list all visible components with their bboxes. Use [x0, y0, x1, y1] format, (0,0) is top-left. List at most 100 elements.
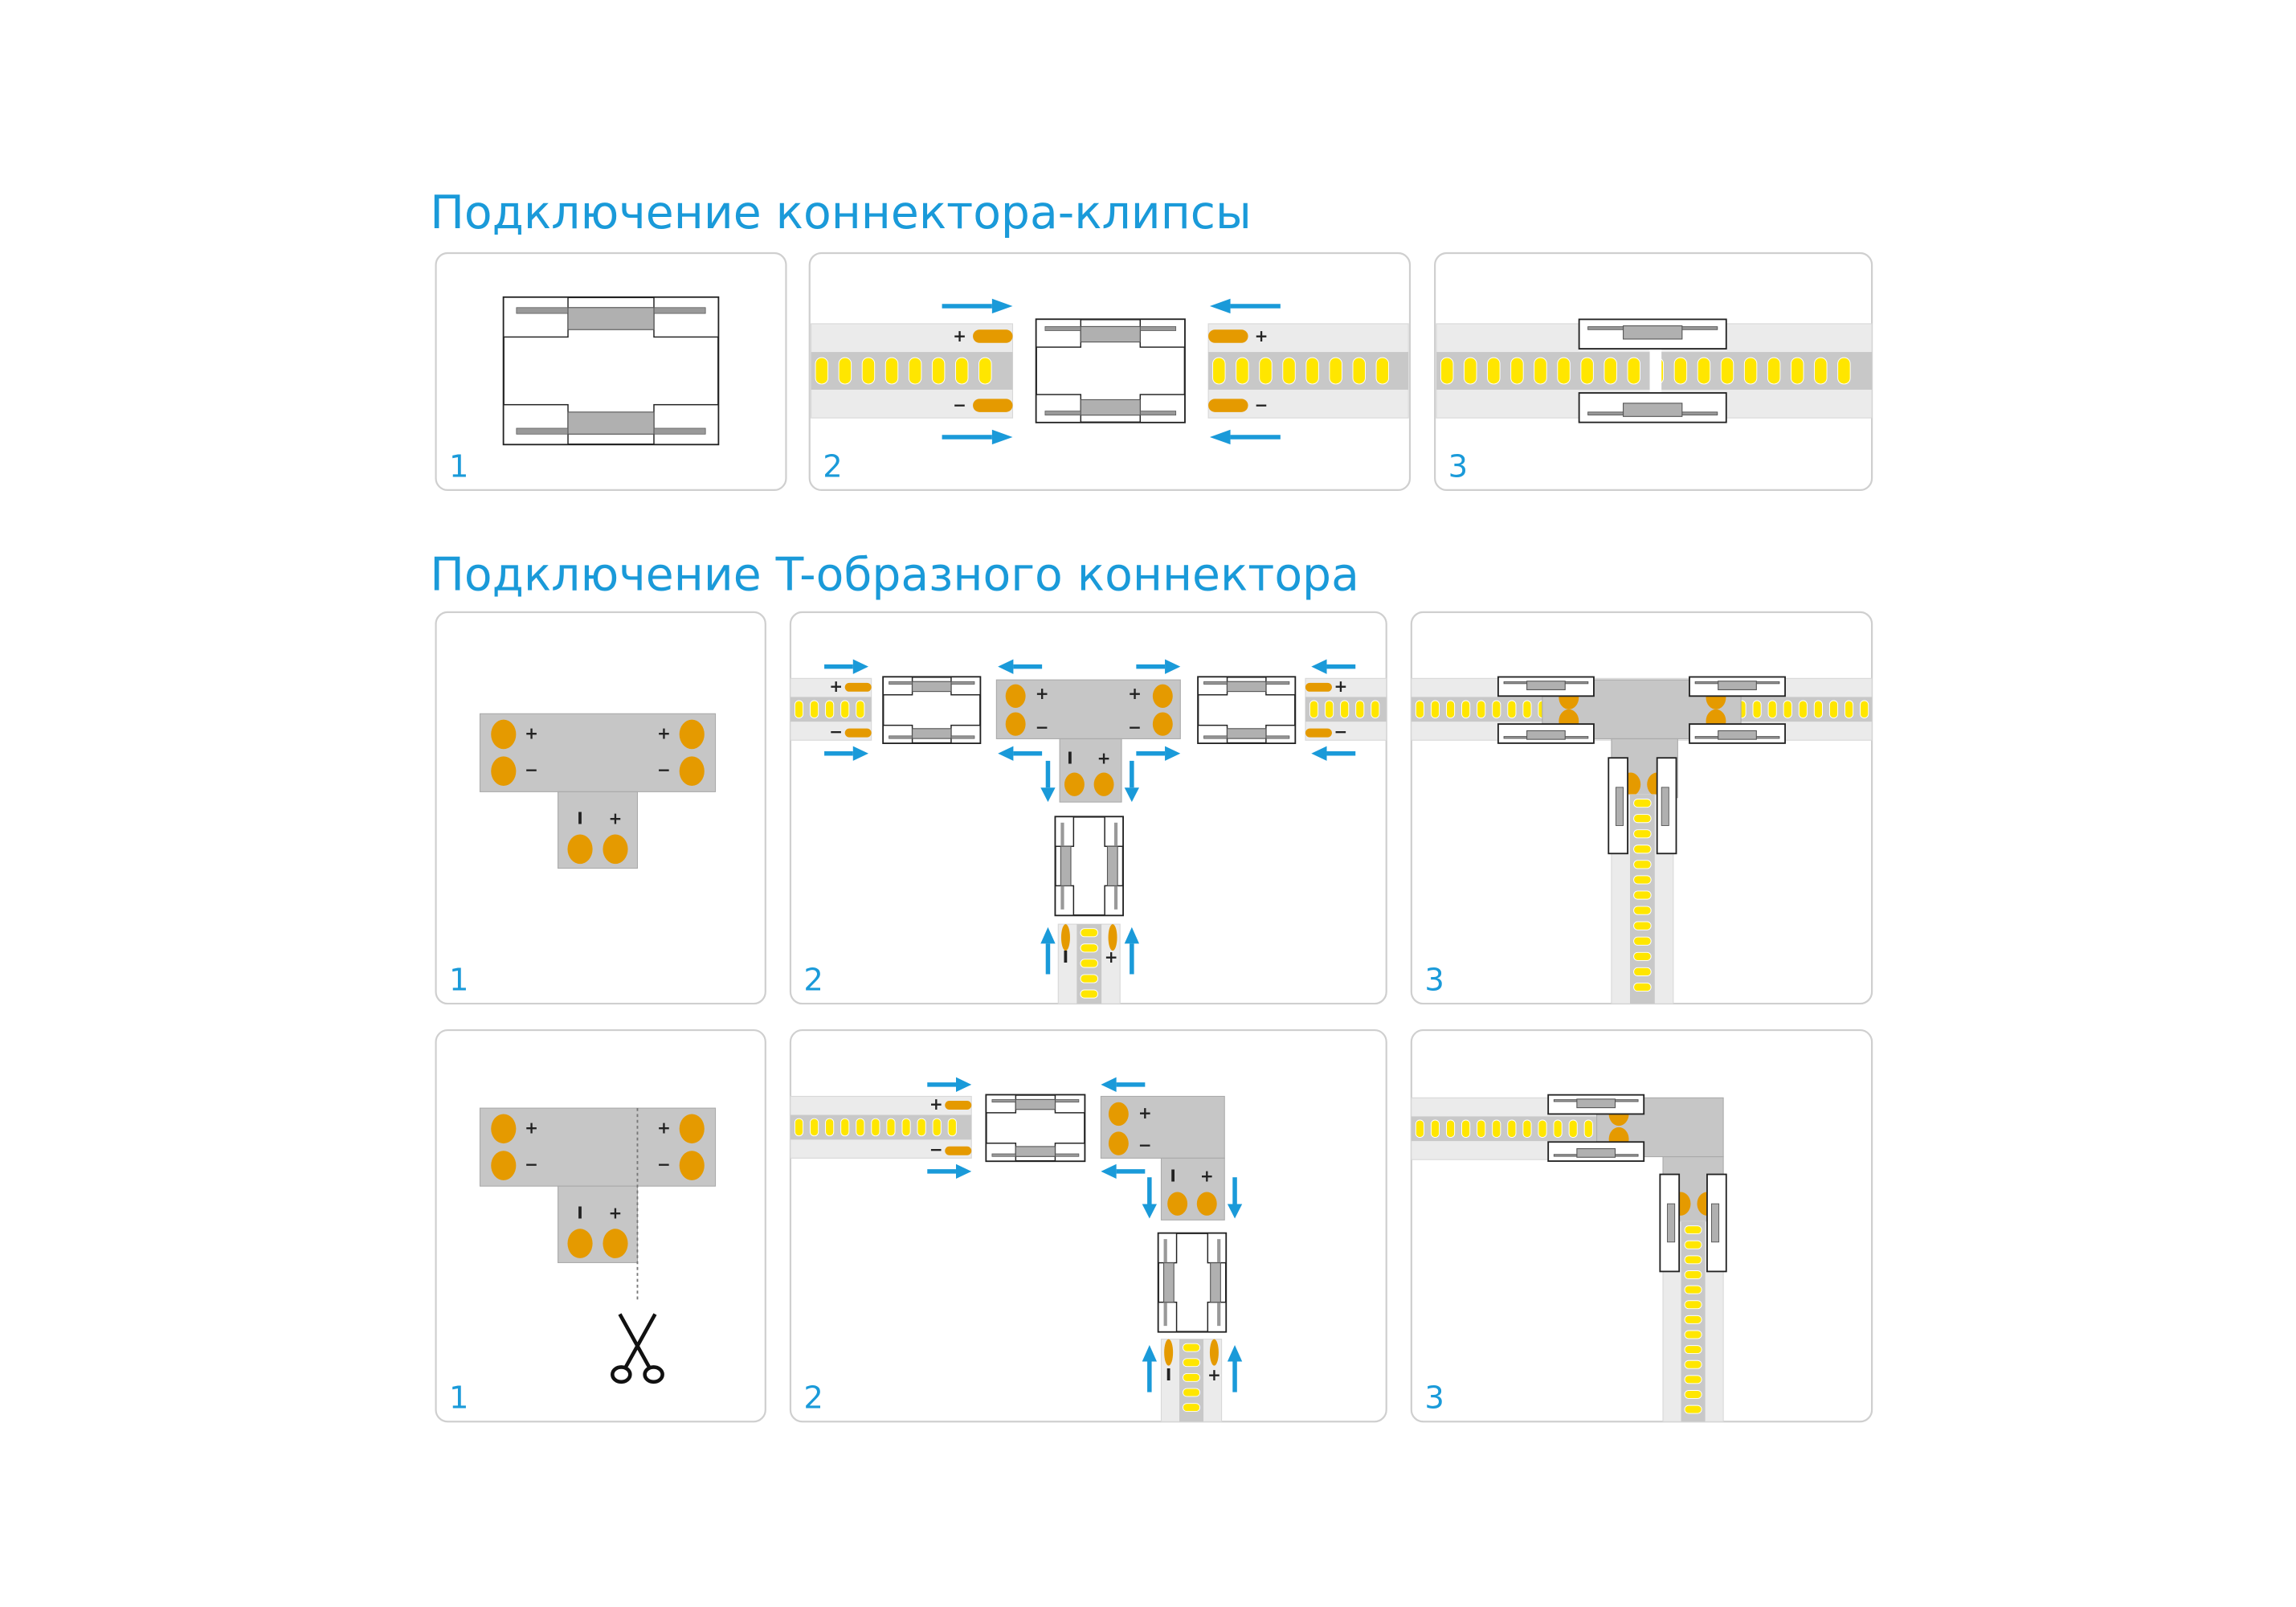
- led-chip: [931, 357, 946, 385]
- led-strip-core: [1411, 1116, 1597, 1142]
- step-number: 2: [803, 1380, 823, 1417]
- led-chip: [1212, 357, 1226, 385]
- led-chip: [1325, 700, 1334, 719]
- clip-contact: [1667, 1203, 1676, 1243]
- clip-wing: [1265, 724, 1296, 744]
- led-chip: [1633, 875, 1652, 885]
- led-chip: [1860, 700, 1869, 719]
- led-chip: [1492, 1119, 1501, 1138]
- led-chip: [838, 357, 852, 385]
- clip-wing: [653, 296, 719, 338]
- contact-pad: [491, 719, 517, 750]
- contact-pad: [491, 1114, 517, 1144]
- led-chip: [1684, 1225, 1702, 1235]
- contact-pad: [567, 834, 593, 865]
- led-chip: [1446, 1119, 1456, 1138]
- minus-label: I: [1063, 947, 1069, 967]
- led-chip: [901, 1118, 911, 1137]
- contact-pad: [1093, 772, 1114, 796]
- led-chip: [794, 700, 804, 719]
- clip-wing: [1265, 676, 1296, 696]
- led-chip: [825, 700, 835, 719]
- led-chip: [1604, 357, 1617, 385]
- led-chip: [1580, 357, 1594, 385]
- step-number: 3: [1424, 1380, 1444, 1417]
- clip-wing: [950, 676, 981, 696]
- plus-label: +: [1138, 1103, 1152, 1122]
- led-chip: [908, 357, 922, 385]
- arrow-head-icon: [852, 746, 869, 761]
- clip-wing: [1054, 1094, 1085, 1114]
- clip-wing: [1197, 724, 1228, 744]
- contact-pad: [973, 399, 1013, 412]
- led-chip: [1553, 1119, 1563, 1138]
- arrow-head-icon: [1101, 1077, 1117, 1092]
- led-chip: [1355, 700, 1365, 719]
- led-chip: [1684, 1390, 1702, 1399]
- clip-wing: [1054, 816, 1075, 848]
- arrow-head-icon: [1227, 1204, 1243, 1219]
- led-chip: [1415, 1119, 1424, 1138]
- contact-pad: [1208, 329, 1248, 343]
- clip-contact: [1718, 681, 1757, 690]
- contact-pad: [844, 682, 872, 692]
- led-chip: [810, 700, 819, 719]
- t-connector-body: [479, 713, 717, 792]
- clip-wing: [1207, 1233, 1227, 1264]
- contact-pad: [491, 1151, 517, 1180]
- led-chip: [1684, 1315, 1702, 1324]
- led-chip: [1684, 1255, 1702, 1265]
- contact-pad: [1196, 1192, 1217, 1216]
- clip-contact: [1210, 1262, 1221, 1303]
- led-chip: [1633, 921, 1652, 930]
- led-chip: [1371, 700, 1380, 719]
- plus-label: +: [657, 1118, 671, 1137]
- led-chip: [810, 1118, 819, 1137]
- led-chip: [1720, 357, 1734, 385]
- led-chip: [1461, 1119, 1471, 1138]
- arrow-head-icon: [1311, 746, 1327, 761]
- arrow-head-icon: [991, 429, 1013, 445]
- plus-label: +: [609, 809, 623, 828]
- led-chip: [1183, 1343, 1201, 1352]
- clip-contact: [567, 307, 655, 330]
- clip-wing: [1104, 885, 1124, 916]
- clip-contact: [1623, 325, 1683, 340]
- clip-wing: [985, 1094, 1017, 1114]
- clip-contact: [1623, 403, 1683, 417]
- led-chip: [1684, 1300, 1702, 1310]
- arrow-head-icon: [1142, 1344, 1157, 1362]
- step-number: 3: [1448, 448, 1468, 485]
- led-chip: [1259, 357, 1273, 385]
- led-chip: [1791, 357, 1804, 385]
- clip-wing: [503, 403, 569, 445]
- plus-label: +: [1207, 1365, 1221, 1384]
- contact-pad: [567, 1229, 593, 1258]
- minus-label: −: [657, 760, 671, 779]
- clip-wing: [882, 724, 913, 744]
- clip-contact: [1526, 730, 1566, 740]
- contact-pad: [973, 329, 1013, 343]
- led-chip: [917, 1118, 926, 1137]
- led-chip: [1477, 1119, 1486, 1138]
- led-chip: [1633, 890, 1652, 900]
- contact-pad: [1108, 1131, 1129, 1155]
- minus-label: −: [953, 395, 966, 415]
- led-chip: [1633, 967, 1652, 976]
- led-chip: [886, 1118, 896, 1137]
- clip-wing: [1158, 1301, 1178, 1333]
- clip-contact: [1576, 1098, 1616, 1109]
- led-chip: [1813, 700, 1823, 719]
- led-chip: [1430, 1119, 1440, 1138]
- plus-label: +: [1334, 677, 1347, 696]
- led-chip: [1633, 799, 1652, 808]
- clip-contact: [1718, 730, 1757, 740]
- arrow-head-icon: [852, 659, 869, 674]
- contact-pad: [844, 728, 872, 738]
- clip-contact: [1080, 325, 1141, 343]
- section-title-clip-connector: Подключение коннектора-клипсы: [430, 186, 1252, 239]
- scissors-handle: [643, 1365, 664, 1384]
- led-chip: [947, 1118, 957, 1137]
- contact-pad: [1305, 682, 1332, 692]
- led-chip: [840, 1118, 850, 1137]
